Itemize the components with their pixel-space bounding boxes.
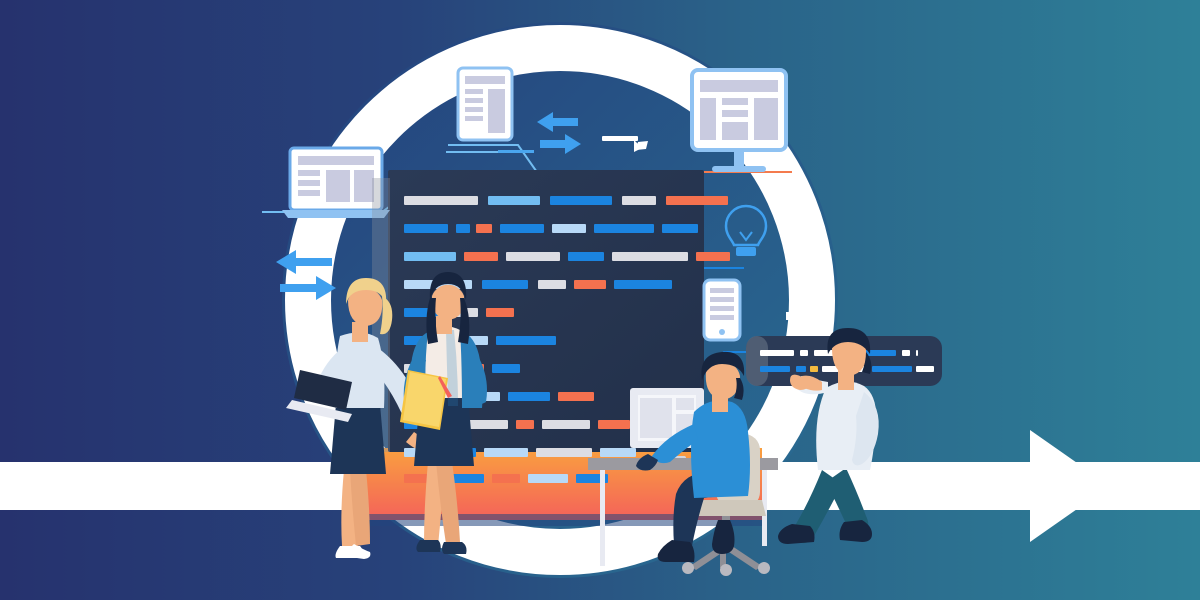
code-bar — [662, 224, 698, 233]
code-bar — [500, 224, 544, 233]
panel-code-bar — [916, 350, 918, 356]
smartphone-icon[interactable] — [702, 278, 742, 342]
code-bar — [622, 196, 656, 205]
code-bar — [462, 420, 508, 429]
code-bar — [598, 420, 630, 429]
panel-code-bar — [916, 366, 934, 372]
connector-tick — [498, 150, 534, 153]
yellow-folder — [400, 370, 452, 430]
code-bar — [456, 224, 470, 233]
code-bar — [484, 448, 528, 457]
code-bar — [492, 364, 520, 373]
code-bar — [536, 448, 592, 457]
code-bar — [666, 196, 728, 205]
code-bar — [614, 280, 672, 289]
woman-with-folder — [400, 272, 487, 554]
code-bar — [568, 252, 604, 261]
panel-code-bar — [760, 366, 790, 372]
code-bar — [542, 420, 590, 429]
code-bar — [594, 224, 654, 233]
desk-leg-left — [600, 470, 605, 566]
code-bar — [476, 224, 492, 233]
panel-code-bar — [796, 366, 806, 372]
code-bar — [464, 252, 498, 261]
desk-workstation — [588, 351, 778, 576]
code-bar — [506, 252, 560, 261]
code-bar — [404, 252, 456, 261]
code-bar — [696, 252, 730, 261]
code-bar — [404, 474, 432, 483]
desktop-monitor-icon[interactable] — [690, 68, 788, 172]
panel-code-bar — [760, 350, 794, 356]
code-bar — [528, 474, 568, 483]
woman-with-laptop — [286, 278, 441, 559]
exchange-arrows-top[interactable] — [537, 112, 581, 154]
laptop-icon[interactable] — [282, 146, 390, 218]
bar-chart-icon[interactable] — [786, 278, 834, 320]
code-bar — [482, 280, 528, 289]
code-bar — [600, 448, 636, 457]
code-bar — [488, 196, 540, 205]
code-bar — [612, 252, 688, 261]
desk-leg-right — [762, 470, 767, 546]
code-bar — [496, 336, 556, 345]
held-laptop — [286, 370, 352, 422]
code-bar — [404, 224, 448, 233]
panel-code-bar — [902, 350, 910, 356]
code-bar — [508, 392, 550, 401]
code-bar — [486, 308, 514, 317]
code-bar — [574, 280, 606, 289]
code-bar — [538, 280, 566, 289]
panel-code-bar — [810, 366, 818, 372]
ribbon-mark-icon — [602, 136, 648, 152]
man-at-desk — [636, 351, 750, 562]
code-bar — [492, 474, 520, 483]
panel-code-bar — [872, 366, 912, 372]
code-bar — [558, 392, 594, 401]
code-bar — [404, 196, 478, 205]
code-bar — [552, 224, 586, 233]
lightbulb-icon[interactable] — [724, 204, 768, 256]
exchange-arrows-left[interactable] — [276, 250, 336, 300]
code-bar — [516, 420, 534, 429]
man-with-code-panel — [746, 328, 942, 544]
document-window-icon[interactable] — [456, 66, 514, 142]
code-bar — [550, 196, 612, 205]
panel-code-bar — [800, 350, 808, 356]
